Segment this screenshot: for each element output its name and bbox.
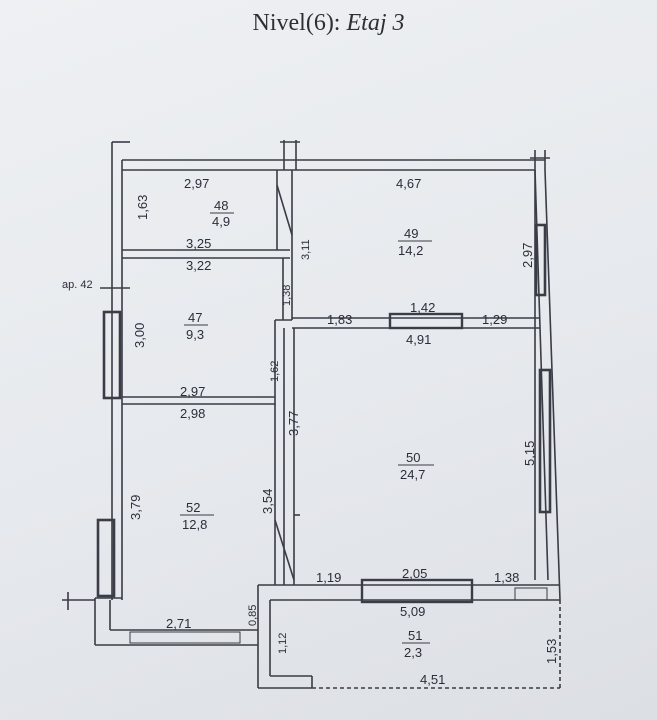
room-51: 51 2,3 bbox=[402, 628, 430, 660]
dim-wall-small: 0,85 bbox=[247, 605, 259, 626]
dim-r50-bottom-right: 1,38 bbox=[494, 570, 519, 585]
room-area: 14,2 bbox=[398, 243, 423, 258]
room-52: 52 12,8 bbox=[180, 500, 214, 532]
dim-r50-bottom-left: 1,19 bbox=[316, 570, 341, 585]
dim-r51-bottom: 4,51 bbox=[420, 672, 445, 687]
dim-r49-bottom-right: 1,29 bbox=[482, 312, 507, 327]
room-number: 50 bbox=[406, 450, 420, 465]
dim-r52-bottom: 2,71 bbox=[166, 616, 191, 631]
room-area: 12,8 bbox=[182, 517, 207, 532]
dim-r51-right: 1,53 bbox=[544, 639, 559, 664]
page-title: Nivel(6): Etaj 3 bbox=[0, 10, 657, 37]
dim-corridor-lower: 1,62 bbox=[269, 361, 281, 382]
room-49: 49 14,2 bbox=[398, 226, 432, 258]
dim-r47-top-a: 3,25 bbox=[186, 236, 211, 251]
dim-r48-side: 1,63 bbox=[135, 195, 150, 220]
dim-r48-top: 2,97 bbox=[184, 176, 209, 191]
room-number: 49 bbox=[404, 226, 418, 241]
room-number: 47 bbox=[188, 310, 202, 325]
side-label: ap. 42 bbox=[62, 279, 93, 291]
room-number: 52 bbox=[186, 500, 200, 515]
dim-r47-top-b: 3,22 bbox=[186, 258, 211, 273]
dim-r47-bottom-a: 2,97 bbox=[180, 384, 205, 399]
dim-r51-top: 5,09 bbox=[400, 604, 425, 619]
room-area: 9,3 bbox=[186, 327, 204, 342]
dim-r49-top: 4,67 bbox=[396, 176, 421, 191]
dim-r51-left: 1,12 bbox=[277, 633, 289, 654]
room-area: 24,7 bbox=[400, 467, 425, 482]
dim-r52-side: 3,79 bbox=[128, 495, 143, 520]
dim-r49-right: 2,97 bbox=[520, 243, 535, 268]
dim-r52-right: 3,54 bbox=[260, 489, 275, 514]
dim-r47-side: 3,00 bbox=[132, 323, 147, 348]
dim-r47-bottom-b: 2,98 bbox=[180, 406, 205, 421]
room-47: 47 9,3 bbox=[184, 310, 208, 342]
dim-r49-window: 1,42 bbox=[410, 300, 435, 315]
dim-r50-window: 2,05 bbox=[402, 566, 427, 581]
title-level: Nivel(6): bbox=[252, 10, 341, 36]
room-number: 51 bbox=[408, 628, 422, 643]
dim-corridor-upper: 1,38 bbox=[281, 285, 293, 306]
room-number: 48 bbox=[214, 198, 228, 213]
dim-r50-left: 3,77 bbox=[286, 411, 301, 436]
room-area: 4,9 bbox=[212, 214, 230, 229]
dim-r49-left: 3,11 bbox=[300, 239, 312, 260]
room-50: 50 24,7 bbox=[398, 450, 434, 482]
dim-r50-right: 5,15 bbox=[522, 441, 537, 466]
room-area: 2,3 bbox=[404, 645, 422, 660]
dim-r50-top: 4,91 bbox=[406, 332, 431, 347]
room-48: 48 4,9 bbox=[210, 198, 234, 229]
title-floor: Etaj 3 bbox=[346, 10, 405, 36]
dim-r49-bottom-left: 1,83 bbox=[327, 312, 352, 327]
